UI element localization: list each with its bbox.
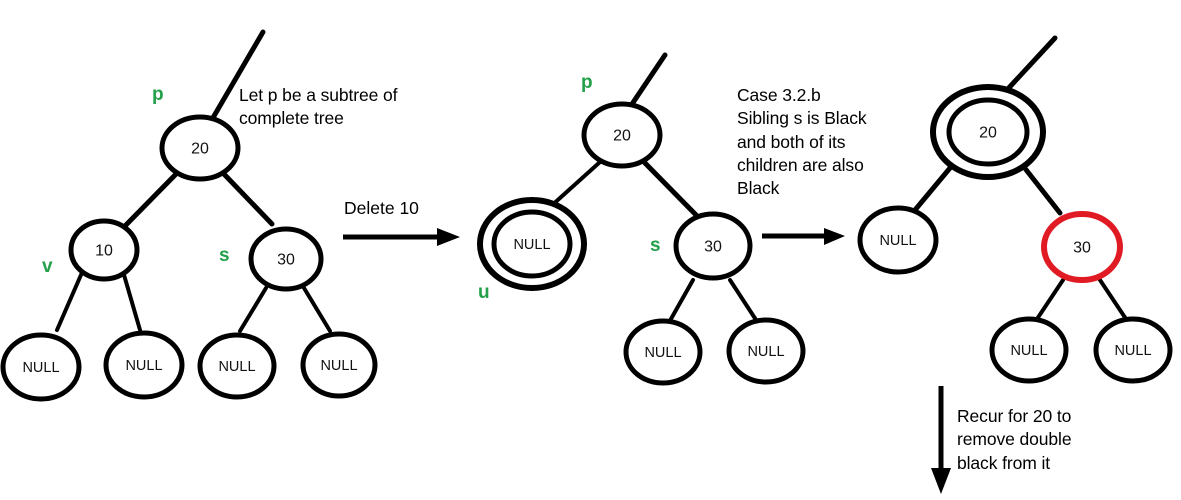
tree-1-node-rr[interactable]: NULL: [300, 331, 378, 399]
tree-1-node-root[interactable]: 20: [159, 114, 241, 182]
tree-1-node-lr-label: NULL: [125, 358, 162, 374]
pointer-label-p-tree-2: p: [581, 72, 593, 93]
tree-1-edge-left-ll: [55, 266, 86, 332]
tree-2-node-root-label: 20: [613, 128, 631, 145]
pointer-label-v-tree-1: v: [42, 256, 53, 277]
tree-3: 20 NULL 30 NULL NULL: [857, 35, 1173, 384]
tree-2-node-rl-label: NULL: [644, 345, 681, 361]
tree-1-node-right[interactable]: 30: [248, 226, 324, 292]
tree-1-node-ll-label: NULL: [22, 360, 59, 376]
tree-3-edge-root-left: [912, 159, 958, 213]
pointer-label-s-tree-1: s: [219, 245, 230, 266]
tree-1-edge-right-rl: [238, 286, 268, 333]
tree-3-node-right-label: 30: [1073, 240, 1091, 257]
tree-1-edge-root-left: [120, 169, 181, 231]
tree-2-node-root[interactable]: 20: [581, 101, 663, 169]
tree-2-node-rl[interactable]: NULL: [623, 318, 703, 386]
tree-3-node-rr[interactable]: NULL: [1093, 316, 1173, 384]
tree-1-edge-root-right: [219, 169, 275, 227]
tree-3-node-rr-label: NULL: [1114, 343, 1151, 359]
arrow-transform: [762, 228, 845, 245]
tree-3-node-rl-label: NULL: [1010, 343, 1047, 359]
tree-3-node-rl[interactable]: NULL: [989, 316, 1069, 384]
tree-3-node-root-label: 20: [979, 125, 997, 142]
tree-1-node-left[interactable]: 10: [68, 218, 140, 282]
tree-3-edge-right-rl: [1033, 278, 1065, 324]
tree-2-parent-edge: [625, 52, 668, 113]
tree-1-edge-left-lr: [120, 266, 142, 332]
tree-1-node-root-label: 20: [191, 141, 209, 158]
tree-3-parent-edge: [1002, 35, 1058, 95]
tree-2-node-rr-label: NULL: [747, 344, 784, 360]
tree-3-node-left-label: NULL: [879, 233, 916, 249]
tree-2-edge-right-rr: [728, 278, 762, 328]
tree-2-edge-root-left: [548, 160, 602, 209]
arrow-recur-down: [931, 386, 951, 494]
tree-2-node-rr[interactable]: NULL: [726, 317, 806, 385]
note-tree-3: Recur for 20 to remove double black from…: [957, 406, 1072, 473]
tree-2-node-right[interactable]: 30: [673, 211, 753, 281]
tree-1-node-rl[interactable]: NULL: [197, 332, 277, 400]
tree-1: 20 10 30 NULL NULL NULL: [0, 29, 378, 402]
tree-1-node-rl-label: NULL: [218, 359, 255, 375]
tree-2-node-left-label: NULL: [513, 237, 550, 253]
tree-1-node-lr[interactable]: NULL: [103, 330, 185, 400]
tree-3-node-root-double-black[interactable]: 20: [930, 84, 1046, 180]
tree-1-parent-edge: [204, 29, 266, 131]
tree-2-edge-root-right: [642, 160, 703, 222]
note-tree-2: Case 3.2.b Sibling s is Black and both o…: [737, 85, 867, 199]
pointer-label-s-tree-2: s: [650, 235, 661, 256]
tree-3-edge-root-right: [1017, 159, 1063, 216]
tree-1-node-rr-label: NULL: [320, 358, 357, 374]
tree-2-node-right-label: 30: [704, 239, 722, 256]
tree-1-edge-right-rr: [302, 286, 332, 333]
tree-2-edge-right-rl: [665, 278, 695, 328]
tree-2: 20 NULL 30 NULL NULL: [477, 52, 806, 386]
tree-1-node-right-label: 30: [277, 252, 295, 269]
arrow-delete-10-label: Delete 10: [344, 198, 419, 218]
tree-1-node-ll[interactable]: NULL: [0, 332, 82, 402]
pointer-label-u-tree-2: u: [478, 282, 490, 303]
tree-3-node-left[interactable]: NULL: [857, 205, 939, 275]
tree-3-edge-right-rr: [1098, 278, 1130, 324]
note-tree-1: Let p be a subtree of complete tree: [239, 85, 398, 129]
tree-2-node-left-double-black[interactable]: NULL: [477, 197, 587, 291]
arrow-delete-10: [343, 228, 460, 246]
tree-1-node-left-label: 10: [95, 243, 113, 260]
pointer-label-p-tree-1: p: [152, 84, 164, 105]
tree-3-node-right-red[interactable]: 30: [1041, 211, 1123, 283]
